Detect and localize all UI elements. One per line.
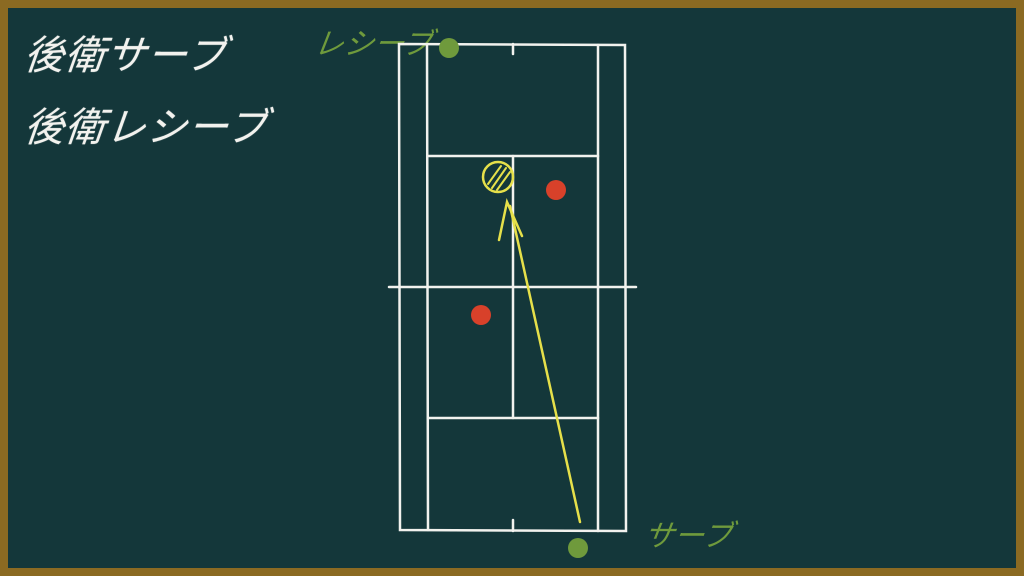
court-outer-boundary (397, 42, 628, 533)
court-lines (387, 42, 638, 533)
shot-arrow (497, 197, 582, 524)
shot-arrowhead (497, 197, 524, 242)
receiver-player-dot (439, 38, 459, 58)
ball-landing-spot (481, 160, 515, 194)
opponent-player-dot-front (546, 180, 566, 200)
server-player-dot (568, 538, 588, 558)
shot-trajectory (508, 204, 582, 524)
opponent-player-dot-near-net (471, 305, 491, 325)
